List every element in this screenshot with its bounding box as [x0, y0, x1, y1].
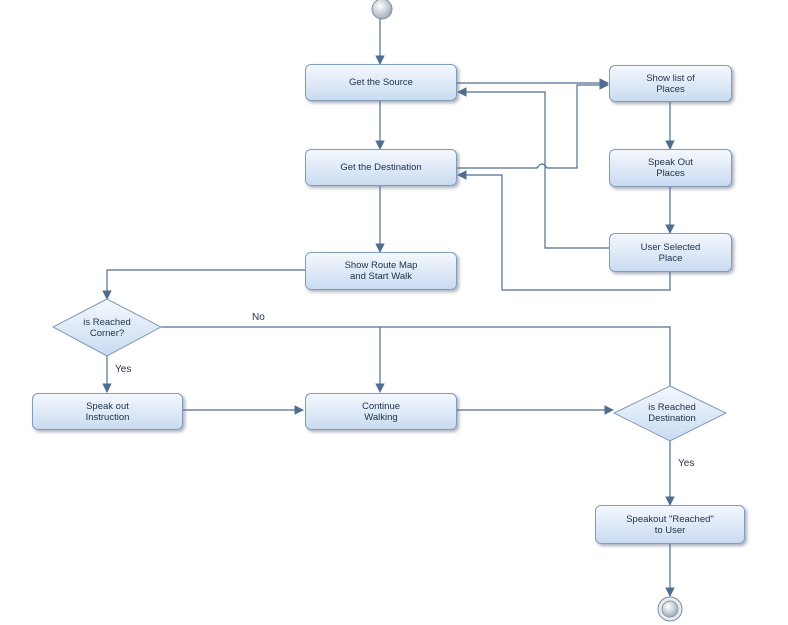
- edge-label-yes-destination: Yes: [678, 458, 695, 469]
- node-show-route-label: Show Route Map and Start Walk: [344, 260, 418, 282]
- node-show-list: Show list of Places: [609, 65, 732, 102]
- node-speak-reached-label: Speakout "Reached" to User: [626, 513, 714, 536]
- edge-route-to-corner: [102, 269, 305, 300]
- edge-destination-to-list: [456, 80, 609, 169]
- node-continue-walking-label: Continue Walking: [361, 400, 401, 423]
- node-continue-walking: Continue Walking: [305, 393, 457, 430]
- start-node: [371, 0, 393, 20]
- node-speak-instruction: Speak out Instruction: [32, 393, 183, 430]
- edge-corner-no: [161, 326, 671, 386]
- node-user-selected: User Selected Place: [609, 233, 732, 272]
- node-get-destination: Get the Destination: [305, 149, 457, 186]
- node-speak-places-label: Speak Out Places: [648, 157, 693, 179]
- node-show-route: Show Route Map and Start Walk: [305, 252, 457, 290]
- end-node-inner: [661, 600, 679, 618]
- decision-reached-destination-label: is Reached Destination: [648, 402, 696, 424]
- edge-label-yes-corner: Yes: [115, 364, 132, 375]
- node-show-list-label: Show list of Places: [646, 72, 695, 95]
- decision-reached-corner: [51, 298, 163, 357]
- edge-label-no: No: [252, 312, 265, 323]
- node-get-source-label: Get the Source: [349, 77, 413, 88]
- node-user-selected-label: User Selected Place: [640, 241, 701, 264]
- edge-selected-to-source: [457, 87, 610, 249]
- decision-reached-destination: [612, 385, 728, 442]
- node-get-source: Get the Source: [305, 64, 457, 101]
- node-get-destination-label: Get the Destination: [340, 162, 422, 173]
- edge-selected-to-destination: [457, 170, 671, 291]
- node-speak-places: Speak Out Places: [609, 149, 732, 187]
- decision-reached-corner-label: is Reached Corner?: [83, 317, 131, 339]
- node-speak-reached: Speakout "Reached" to User: [595, 505, 745, 544]
- node-speak-instruction-label: Speak out Instruction: [85, 400, 130, 423]
